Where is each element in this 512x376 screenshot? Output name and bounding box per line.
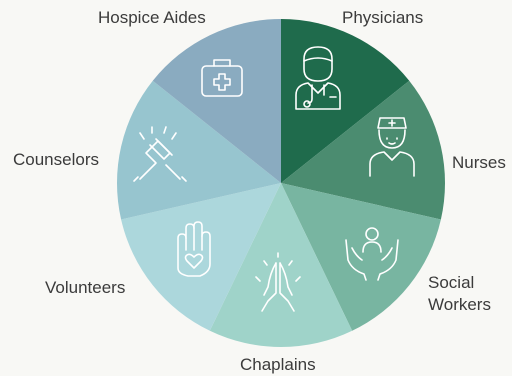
handshake-icon — [133, 126, 187, 182]
segment-label-volunteers: Volunteers — [45, 278, 126, 297]
segment-social-workers — [281, 183, 441, 331]
segment-label-nurses: Nurses — [452, 153, 506, 172]
nurse-icon — [369, 117, 415, 177]
caring-hands-person-icon — [345, 227, 399, 281]
praying-hands-icon — [255, 252, 301, 312]
segment-hospice-aides — [152, 19, 281, 183]
segment-nurses — [281, 80, 446, 220]
segment-label-physicians: Physicians — [342, 8, 424, 27]
doctor-icon — [295, 46, 341, 110]
segment-label-chaplains: Chaplains — [240, 355, 316, 374]
social-workers-label-line2: Workers — [428, 295, 491, 314]
segment-label-counselors: Counselors — [13, 150, 99, 169]
social-workers-label-line1: Social — [428, 273, 475, 292]
segment-physicians — [281, 19, 410, 183]
segment-counselors — [116, 80, 281, 220]
first-aid-kit-icon — [201, 59, 243, 97]
segment-label-social-workers: Social Workers — [428, 272, 491, 316]
hand-heart-icon — [177, 221, 211, 277]
segment-label-hospice-aides: Hospice Aides — [98, 8, 206, 27]
segment-volunteers — [121, 183, 281, 331]
